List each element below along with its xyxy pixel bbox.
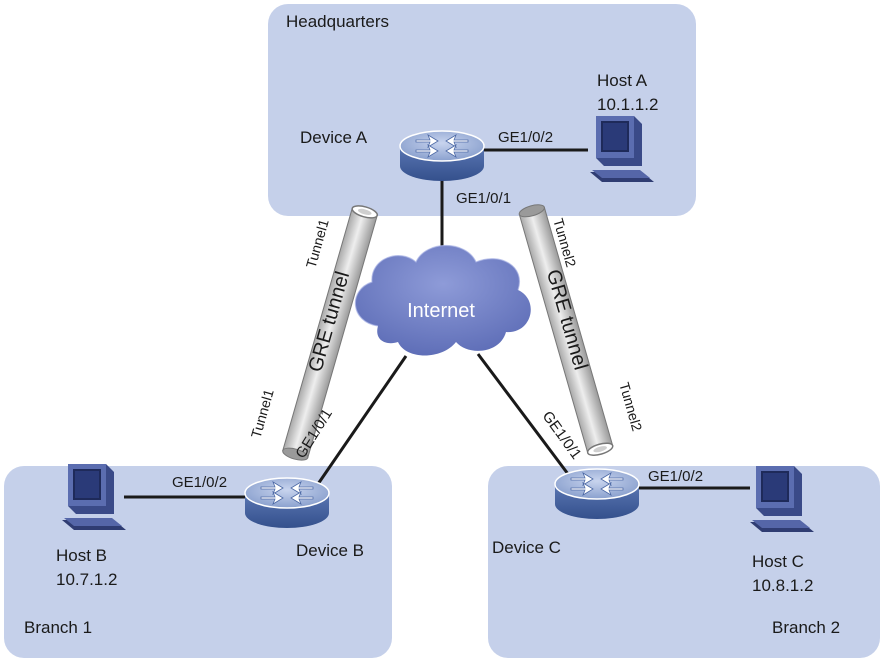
- branch-1-label: Branch 1: [24, 618, 92, 637]
- link-device-c-internet: [476, 353, 570, 475]
- device-a-router-icon: [399, 130, 485, 182]
- device-b-ge102-label: GE1/0/2: [172, 474, 227, 491]
- host-a-ip-label: 10.1.1.2: [597, 95, 658, 114]
- internet-cloud-icon: [354, 244, 531, 356]
- headquarters-region: [268, 4, 696, 216]
- device-a-ge102-label: GE1/0/2: [498, 129, 553, 146]
- device-c-ge102-label: GE1/0/2: [648, 468, 703, 485]
- host-a-name-label: Host A: [597, 71, 648, 90]
- host-c-name-label: Host C: [752, 552, 804, 571]
- device-b-router-icon: [244, 477, 330, 529]
- internet-label: Internet: [407, 300, 475, 322]
- host-b-ip-label: 10.7.1.2: [56, 570, 117, 589]
- gre-tunnel-left: [282, 205, 379, 461]
- tunnel2-bottom-label: Tunnel2: [616, 380, 645, 433]
- headquarters-label: Headquarters: [286, 12, 389, 31]
- device-a-ge101-label: GE1/0/1: [456, 190, 511, 207]
- link-device-b-internet: [316, 355, 408, 485]
- device-c-label: Device C: [492, 538, 561, 557]
- branch-2-label: Branch 2: [772, 618, 840, 637]
- tunnel1-bottom-label: Tunnel1: [248, 387, 277, 440]
- device-c-router-icon: [554, 468, 640, 520]
- device-a-label: Device A: [300, 128, 368, 147]
- host-c-ip-label: 10.8.1.2: [752, 576, 813, 595]
- device-b-label: Device B: [296, 541, 364, 560]
- gre-tunnel-right: [518, 204, 614, 456]
- host-b-name-label: Host B: [56, 546, 107, 565]
- tunnel1-top-label: Tunnel1: [303, 217, 332, 270]
